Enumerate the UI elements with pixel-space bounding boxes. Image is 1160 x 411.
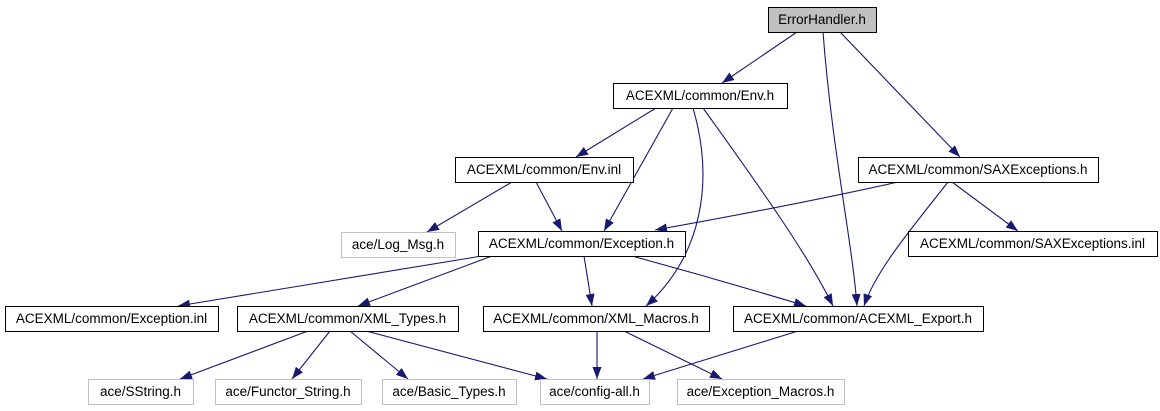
node-label-config_all: ace/config-all.h xyxy=(549,384,640,399)
node-label-exc_macros: ace/Exception_Macros.h xyxy=(687,384,835,399)
edge-xml_types--config_all xyxy=(365,330,548,381)
node-box-env_inl[interactable] xyxy=(455,157,634,183)
node-box-exc_macros xyxy=(677,379,845,405)
edge-errorhandler--env_h xyxy=(721,31,798,84)
edge-xml_types--basic_types xyxy=(349,330,409,380)
edge-saxex_h--saxex_inl xyxy=(951,181,1019,232)
node-box-xml_macros[interactable] xyxy=(483,306,710,332)
node-box-config_all xyxy=(540,379,650,405)
node-box-saxex_h[interactable] xyxy=(858,157,1099,183)
node-xml_types[interactable]: ACEXML/common/XML_Types.h xyxy=(237,306,459,332)
node-label-export_h: ACEXML/common/ACEXML_Export.h xyxy=(744,311,972,326)
node-exception_h[interactable]: ACEXML/common/Exception.h xyxy=(478,231,686,257)
node-env_h[interactable]: ACEXML/common/Env.h xyxy=(613,83,788,109)
node-exception_inl[interactable]: ACEXML/common/Exception.inl xyxy=(5,306,219,332)
edge-errorhandler--saxex_h xyxy=(839,31,961,158)
node-label-saxex_inl: ACEXML/common/SAXExceptions.inl xyxy=(920,236,1145,251)
edge-env_h--xml_macros xyxy=(645,107,704,307)
node-box-sstring xyxy=(88,379,194,405)
node-errorhandler: ErrorHandler.h xyxy=(768,7,877,33)
node-box-functor xyxy=(215,379,362,405)
edge-exception_h--export_h xyxy=(631,255,807,307)
node-box-env_h[interactable] xyxy=(613,83,788,109)
edge-env_h--exception_h xyxy=(603,107,674,232)
node-box-xml_types[interactable] xyxy=(237,306,459,332)
edge-exception_h--xml_types xyxy=(357,255,493,307)
edge-env_inl--exception_h xyxy=(535,181,563,232)
edge-xml_macros--exc_macros xyxy=(623,330,723,380)
node-label-functor: ace/Functor_String.h xyxy=(225,384,350,399)
node-label-env_h: ACEXML/common/Env.h xyxy=(626,88,774,103)
node-export_h[interactable]: ACEXML/common/ACEXML_Export.h xyxy=(733,306,984,332)
node-box-exception_h[interactable] xyxy=(478,231,686,257)
node-label-basic_types: ace/Basic_Types.h xyxy=(392,384,505,399)
node-label-log_msg: ace/Log_Msg.h xyxy=(352,237,444,252)
node-label-xml_macros: ACEXML/common/XML_Macros.h xyxy=(493,311,699,326)
edge-env_h--env_inl xyxy=(575,107,657,158)
node-saxex_h[interactable]: ACEXML/common/SAXExceptions.h xyxy=(858,157,1099,183)
node-sstring: ace/SString.h xyxy=(88,379,194,405)
node-box-export_h[interactable] xyxy=(733,306,984,332)
edge-xml_types--sstring xyxy=(179,330,309,380)
node-label-env_inl: ACEXML/common/Env.inl xyxy=(467,162,621,177)
node-box-basic_types xyxy=(382,379,517,405)
node-label-errorhandler: ErrorHandler.h xyxy=(778,12,866,27)
node-box-saxex_inl[interactable] xyxy=(908,231,1158,257)
edge-exception_h--exception_inl xyxy=(177,255,483,309)
node-label-saxex_h: ACEXML/common/SAXExceptions.h xyxy=(868,162,1087,177)
node-label-sstring: ace/SString.h xyxy=(100,384,181,399)
edge-saxex_h--exception_h xyxy=(654,181,899,233)
edge-saxex_h--export_h xyxy=(863,181,949,307)
edge-env_h--export_h xyxy=(702,107,834,307)
node-box-errorhandler xyxy=(768,7,877,33)
node-saxex_inl[interactable]: ACEXML/common/SAXExceptions.inl xyxy=(908,231,1158,257)
node-env_inl[interactable]: ACEXML/common/Env.inl xyxy=(455,157,634,183)
edge-exception_h--xml_macros xyxy=(583,255,595,307)
edge-env_inl--log_msg xyxy=(426,181,513,233)
edge-xml_types--functor xyxy=(291,330,331,380)
node-config_all: ace/config-all.h xyxy=(540,379,650,405)
node-label-exception_inl: ACEXML/common/Exception.inl xyxy=(16,311,207,326)
node-label-exception_h: ACEXML/common/Exception.h xyxy=(489,236,674,251)
node-functor: ace/Functor_String.h xyxy=(215,379,362,405)
node-label-xml_types: ACEXML/common/XML_Types.h xyxy=(249,311,446,326)
node-box-log_msg xyxy=(341,232,456,258)
node-exc_macros: ace/Exception_Macros.h xyxy=(677,379,845,405)
edge-export_h--config_all xyxy=(642,330,799,380)
edge-errorhandler--export_h xyxy=(822,31,861,307)
node-xml_macros[interactable]: ACEXML/common/XML_Macros.h xyxy=(483,306,710,332)
node-basic_types: ace/Basic_Types.h xyxy=(382,379,517,405)
node-log_msg: ace/Log_Msg.h xyxy=(341,232,456,258)
node-box-exception_inl[interactable] xyxy=(5,306,219,332)
